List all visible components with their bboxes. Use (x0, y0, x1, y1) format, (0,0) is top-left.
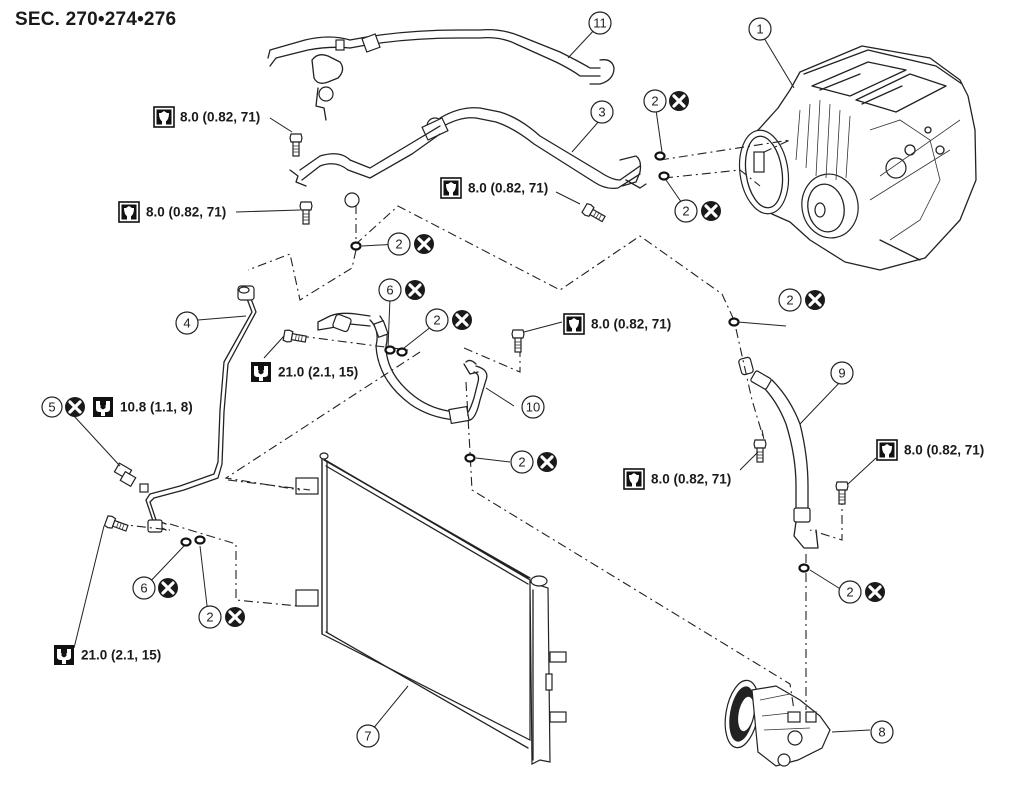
part-11-low-pressure-pipe (267, 28, 615, 121)
torque-value: 8.0 (0.82, 71) (468, 181, 548, 196)
callout-2-c: 2 (387, 232, 436, 256)
open-end-wrench-torque-icon (93, 397, 113, 417)
callout-2-d: 2 (425, 308, 474, 332)
callout-6-b: 6 (132, 576, 180, 600)
socket-wrench-torque-icon (153, 106, 175, 128)
socket-wrench-torque-icon (623, 468, 645, 490)
callout-2-a: 2 (643, 89, 691, 113)
callout-number: 2 (682, 204, 689, 219)
part-1-heater-cooling-unit (738, 45, 977, 271)
do-not-reuse-x-icon (535, 450, 559, 474)
part-8-compressor (724, 679, 831, 767)
do-not-reuse-x-icon (63, 395, 87, 419)
part-10-high-pressure-hose (317, 312, 488, 425)
torque-value: 10.8 (1.1, 8) (120, 400, 193, 415)
callout-number: 10 (526, 400, 540, 415)
socket-wrench-torque-icon (563, 313, 585, 335)
callout-number: 8 (878, 725, 885, 740)
torque-spec-9: 21.0 (2.1, 15) (54, 645, 161, 665)
torque-value: 8.0 (0.82, 71) (904, 443, 984, 458)
socket-wrench-torque-icon (118, 201, 140, 223)
callout-8: 8 (870, 720, 894, 744)
callout-number: 6 (386, 283, 393, 298)
callout-number: 2 (206, 610, 213, 625)
torque-spec-2: 8.0 (0.82, 71) (118, 201, 226, 223)
callout-5: 5 (41, 395, 87, 419)
do-not-reuse-x-icon (699, 199, 723, 223)
torque-spec-4: 8.0 (0.82, 71) (563, 313, 671, 335)
section-title: SEC. 270•274•276 (15, 9, 177, 30)
do-not-reuse-x-icon (403, 278, 427, 302)
callout-10: 10 (521, 395, 545, 419)
callout-number: 2 (846, 585, 853, 600)
part-9-low-pressure-hose (738, 356, 819, 549)
callout-number: 11 (593, 16, 607, 31)
callout-number: 1 (756, 22, 763, 37)
torque-spec-1: 8.0 (0.82, 71) (153, 106, 260, 128)
callout-2-f: 2 (510, 450, 559, 474)
do-not-reuse-x-icon (223, 605, 247, 629)
callout-2-e: 2 (778, 288, 827, 312)
socket-wrench-torque-icon (440, 177, 462, 199)
callout-number: 9 (838, 366, 845, 381)
callout-11: 11 (588, 11, 612, 35)
torque-spec-6: 10.8 (1.1, 8) (93, 397, 193, 417)
callout-9: 9 (830, 361, 854, 385)
callout-number: 5 (48, 400, 55, 415)
torque-value: 8.0 (0.82, 71) (146, 205, 226, 220)
socket-wrench-torque-icon (876, 439, 898, 461)
callout-4: 4 (175, 311, 199, 335)
leader-lines (73, 27, 877, 733)
part-4-high-pressure-pipe (139, 285, 257, 533)
do-not-reuse-x-icon (156, 576, 180, 600)
callout-1: 1 (748, 17, 772, 41)
do-not-reuse-x-icon (803, 288, 827, 312)
do-not-reuse-x-icon (450, 308, 474, 332)
open-end-wrench-torque-icon (54, 645, 74, 665)
callout-number: 7 (364, 729, 371, 744)
callout-number: 2 (395, 237, 402, 252)
torque-spec-7: 8.0 (0.82, 71) (623, 468, 731, 490)
torque-spec-8: 8.0 (0.82, 71) (876, 439, 984, 461)
do-not-reuse-x-icon (412, 232, 436, 256)
torque-value: 8.0 (0.82, 71) (651, 472, 731, 487)
callout-2-g: 2 (198, 605, 247, 629)
callout-6-a: 6 (378, 278, 427, 302)
part-7-condenser (295, 452, 567, 765)
torque-spec-5: 21.0 (2.1, 15) (251, 362, 358, 382)
callout-2-b: 2 (674, 199, 723, 223)
callout-2-h: 2 (838, 580, 887, 604)
callout-number: 4 (183, 316, 190, 331)
callout-number: 6 (140, 581, 147, 596)
callout-7: 7 (356, 724, 380, 748)
torque-spec-3: 8.0 (0.82, 71) (440, 177, 548, 199)
torque-value: 21.0 (2.1, 15) (278, 365, 358, 380)
callout-number: 2 (433, 313, 440, 328)
part-3-low-pressure-pipe (289, 107, 647, 208)
do-not-reuse-x-icon (863, 580, 887, 604)
part-5-pressure-sensor (113, 462, 137, 488)
torque-value: 8.0 (0.82, 71) (180, 110, 260, 125)
open-end-wrench-torque-icon (251, 362, 271, 382)
callout-number: 2 (518, 455, 525, 470)
do-not-reuse-x-icon (667, 89, 691, 113)
callout-3: 3 (590, 100, 614, 124)
torque-value: 8.0 (0.82, 71) (591, 317, 671, 332)
torque-value: 21.0 (2.1, 15) (81, 648, 161, 663)
callout-number: 2 (786, 293, 793, 308)
callout-number: 2 (651, 94, 658, 109)
callout-number: 3 (598, 105, 605, 120)
